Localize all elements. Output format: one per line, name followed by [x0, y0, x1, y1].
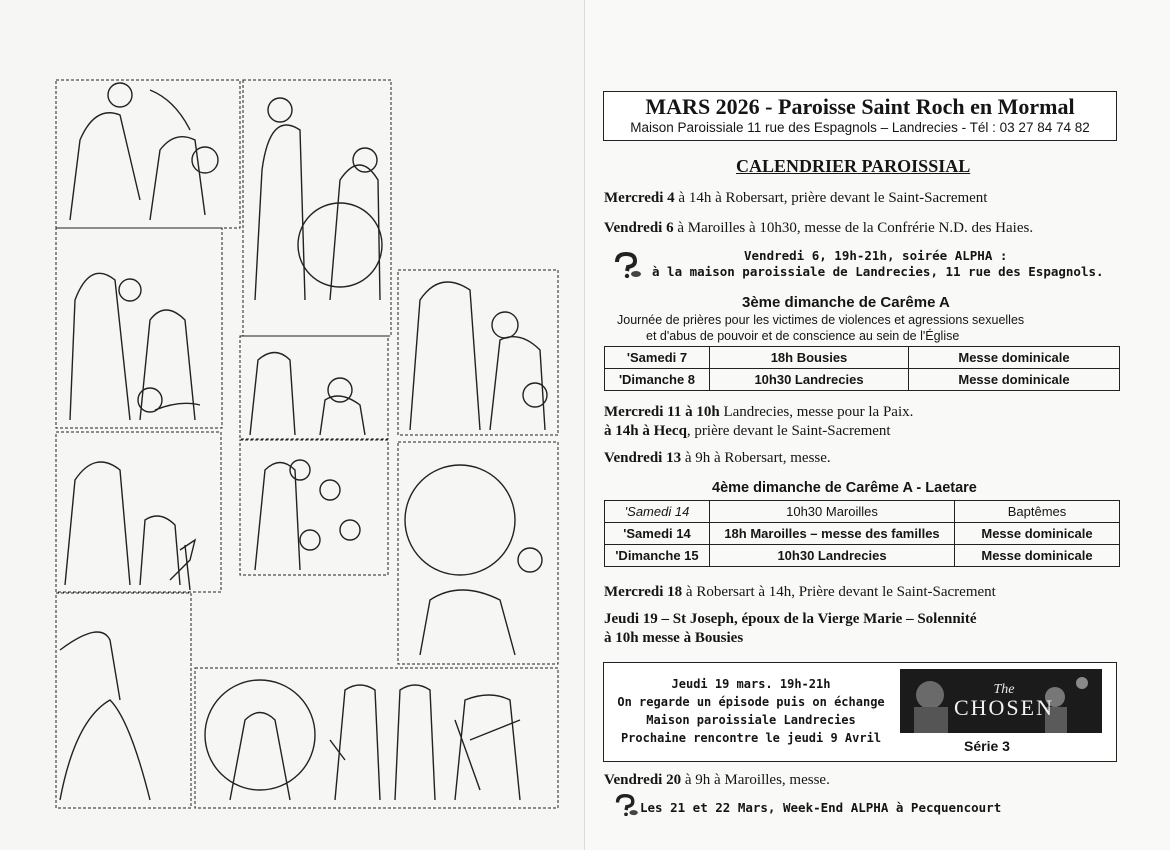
table-cell: Messe dominicale [908, 346, 1120, 369]
chosen-date: Jeudi 19 mars. 19h-21h [671, 677, 831, 691]
alpha-evening-line2: à la maison paroissiale de Landrecies, 1… [652, 264, 1104, 279]
panel-2 [242, 79, 392, 337]
panel-5 [239, 335, 389, 440]
coloring-comic-strip [55, 79, 559, 809]
chosen-place: Maison paroissiale Landrecies [646, 713, 856, 727]
chosen-text: Jeudi 19 mars. 19h-21h On regarde un épi… [616, 675, 886, 747]
parish-header: MARS 2026 - Paroisse Saint Roch en Morma… [603, 91, 1117, 141]
event-text: Landrecies, messe pour la Paix. [719, 404, 914, 420]
table-cell: 'Dimanche 15 [604, 544, 710, 567]
event-line: Mercredi 11 à 10h Landrecies, messe pour… [604, 404, 913, 421]
panel-1 [55, 79, 241, 229]
table-row: 'Samedi 14 18h Maroilles – messe des fam… [604, 522, 1120, 545]
table-cell: 'Samedi 14 [604, 500, 710, 523]
event-line: Mercredi 4 à 14h à Robersart, prière dev… [604, 190, 987, 207]
st-joseph-line: Jeudi 19 – St Joseph, époux de la Vierge… [604, 611, 977, 627]
panel-6 [55, 431, 222, 593]
table-cell: Messe dominicale [954, 544, 1120, 567]
the-chosen-logo: The CHOSEN [900, 669, 1102, 733]
event-date: à 14h à Hecq [604, 423, 687, 439]
table-cell: 18h Bousies [709, 346, 909, 369]
event-text: à Robersart à 14h, Prière devant le Sain… [682, 584, 996, 600]
question-bubble-icon [615, 794, 638, 816]
event-text: à 9h à Robersart, messe. [681, 450, 831, 466]
table-cell: 10h30 Maroilles [709, 500, 955, 523]
chosen-info: On regarde un épisode puis on échange [617, 695, 885, 709]
panel-3 [55, 227, 223, 429]
panel-9 [55, 592, 192, 809]
chosen-announcement: Jeudi 19 mars. 19h-21h On regarde un épi… [603, 662, 1117, 762]
sunday3-note: Journée de prières pour les victimes de … [617, 313, 1025, 327]
chosen-next: Prochaine rencontre le jeudi 9 Avril [620, 731, 882, 745]
st-joseph-line2: à 10h messe à Bousies [604, 630, 744, 646]
event-line: Vendredi 20 à 9h à Maroilles, messe. [604, 772, 830, 789]
schedule-table-sunday3: 'Samedi 7 18h Bousies Messe dominicale '… [604, 346, 1120, 391]
parish-address: Maison Paroissiale 11 rue des Espagnols … [630, 120, 1090, 135]
schedule-table-sunday4: 'Samedi 14 10h30 Maroilles Baptêmes 'Sam… [604, 500, 1120, 567]
table-row: 'Dimanche 8 10h30 Landrecies Messe domin… [604, 368, 1120, 391]
calendar-title: CALENDRIER PAROISSIAL [736, 156, 971, 176]
event-line: à 14h à Hecq, prière devant le Saint-Sac… [604, 423, 891, 440]
table-cell: 18h Maroilles – messe des familles [709, 522, 955, 545]
table-cell: 10h30 Landrecies [709, 368, 909, 391]
event-text: à 9h à Maroilles, messe. [681, 772, 830, 788]
event-text: à Maroilles à 10h30, messe de la Confrér… [673, 220, 1034, 236]
panel-10 [194, 667, 559, 809]
table-cell: Messe dominicale [908, 368, 1120, 391]
panel-7 [239, 439, 389, 576]
table-cell: 'Samedi 7 [604, 346, 710, 369]
alpha-weekend: Les 21 et 22 Mars, Week-End ALPHA à Pecq… [640, 800, 1002, 815]
table-row: 'Samedi 14 10h30 Maroilles Baptêmes [604, 500, 1120, 523]
svg-text:CHOSEN: CHOSEN [954, 695, 1054, 720]
event-date: Vendredi 6 [604, 220, 674, 236]
event-line: Mercredi 18 à Robersart à 14h, Prière de… [604, 584, 996, 601]
event-date: Vendredi 20 [604, 772, 682, 788]
event-date: Mercredi 18 [604, 584, 683, 600]
question-bubble-icon [615, 252, 641, 278]
table-row: 'Samedi 7 18h Bousies Messe dominicale [604, 346, 1120, 369]
svg-text:The: The [994, 682, 1015, 697]
event-text: , prière devant le Saint-Sacrement [686, 423, 891, 439]
event-date: Vendredi 13 [604, 450, 682, 466]
serie-label: Série 3 [964, 738, 1010, 754]
event-line: Vendredi 6 à Maroilles à 10h30, messe de… [604, 220, 1033, 237]
event-text: à 14h à Robersart, prière devant le Sain… [674, 190, 988, 206]
table-cell: 10h30 Landrecies [709, 544, 955, 567]
alpha-evening-line1: Vendredi 6, 19h-21h, soirée ALPHA : [744, 248, 1008, 263]
parish-title: MARS 2026 - Paroisse Saint Roch en Morma… [645, 94, 1075, 119]
table-cell: 'Dimanche 8 [604, 368, 710, 391]
table-cell: Messe dominicale [954, 522, 1120, 545]
sunday4-title: 4ème dimanche de Carême A - Laetare [712, 480, 977, 496]
event-date: Mercredi 4 [604, 190, 675, 206]
left-page-coloring [55, 79, 559, 809]
table-cell: Baptêmes [954, 500, 1120, 523]
panel-8 [397, 441, 559, 665]
table-cell: 'Samedi 14 [604, 522, 710, 545]
sunday3-title: 3ème dimanche de Carême A [742, 294, 950, 311]
event-line: Vendredi 13 à 9h à Robersart, messe. [604, 450, 831, 467]
table-row: 'Dimanche 15 10h30 Landrecies Messe domi… [604, 544, 1120, 567]
event-date: Mercredi 11 à 10h [604, 404, 720, 420]
panel-4 [397, 269, 559, 436]
sunday3-note: et d'abus de pouvoir et de conscience au… [646, 329, 960, 343]
